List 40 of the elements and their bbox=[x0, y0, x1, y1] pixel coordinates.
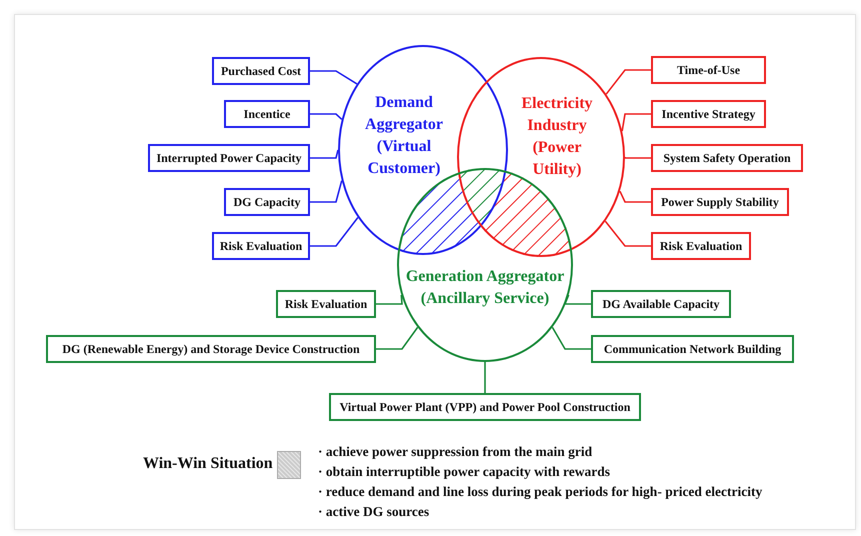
connector-line bbox=[604, 220, 651, 247]
connector-line bbox=[552, 326, 591, 350]
venn-circle bbox=[338, 45, 508, 255]
connector-line bbox=[310, 217, 359, 247]
label-box: Risk Evaluation bbox=[212, 232, 310, 260]
circle-title: Electricity Industry (Power Utility) bbox=[520, 94, 594, 180]
circle-title: Generation Aggregator (Ancillary Service) bbox=[404, 267, 566, 309]
legend-label: Win-Win Situation bbox=[143, 455, 273, 473]
connector-line bbox=[310, 180, 342, 203]
venn-circle bbox=[457, 57, 625, 257]
connector-line bbox=[376, 326, 418, 350]
connector-line bbox=[564, 294, 591, 305]
label-box: Interrupted Power Capacity bbox=[148, 144, 310, 172]
label-box: Power Supply Stability bbox=[651, 188, 789, 216]
label-box: Risk Evaluation bbox=[276, 290, 376, 318]
label-box: System Safety Operation bbox=[651, 144, 803, 172]
label-box: DG Available Capacity bbox=[591, 290, 731, 318]
connector-line bbox=[310, 113, 342, 120]
connector-line bbox=[619, 190, 651, 203]
label-box: DG (Renewable Energy) and Storage Device Construction bbox=[46, 335, 376, 363]
connector-line bbox=[484, 362, 486, 393]
connector-line bbox=[621, 113, 651, 132]
connector-line bbox=[624, 156, 651, 159]
label-box: Risk Evaluation bbox=[651, 232, 751, 260]
label-box: Incentive Strategy bbox=[651, 100, 766, 128]
connector-line bbox=[376, 294, 403, 305]
connector-line bbox=[606, 69, 651, 95]
circle-title: Demand Aggregator (Virtual Customer) bbox=[364, 93, 444, 179]
bullet-note: · reduce demand and line loss during peak periods for high- priced electricity bbox=[318, 483, 762, 501]
bullet-note: · obtain interruptible power capacity with rewards bbox=[318, 463, 611, 481]
label-box: Virtual Power Plant (VPP) and Power Pool Construction bbox=[329, 393, 641, 421]
bullet-note: · achieve power suppression from the main grid bbox=[318, 443, 594, 461]
label-box: Time-of-Use bbox=[651, 56, 766, 84]
label-box: Communication Network Building bbox=[591, 335, 794, 363]
label-box: DG Capacity bbox=[224, 188, 310, 216]
label-box: Purchased Cost bbox=[212, 57, 310, 85]
connector-line bbox=[310, 150, 339, 159]
label-box: Incentice bbox=[224, 100, 310, 128]
bullet-note: · active DG sources bbox=[318, 503, 430, 521]
connector-line bbox=[310, 70, 358, 85]
